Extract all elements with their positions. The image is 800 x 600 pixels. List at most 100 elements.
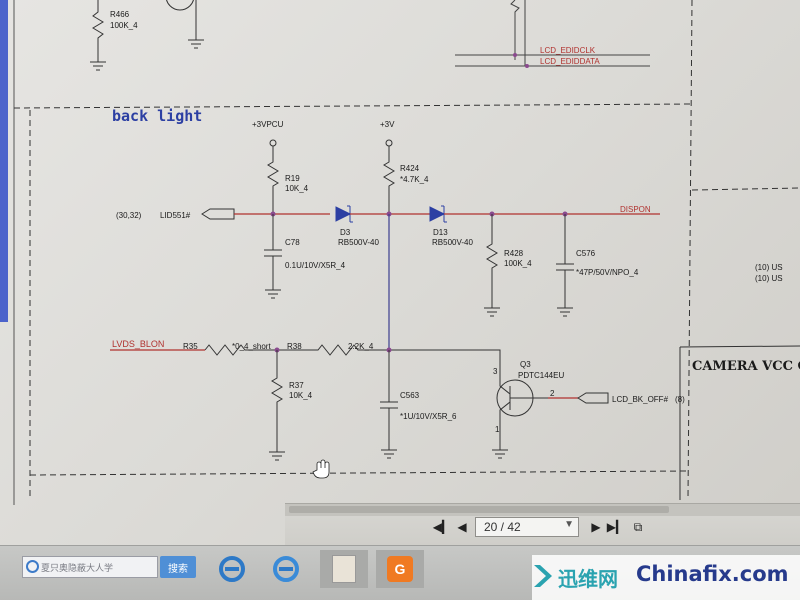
watermark-en: Chinafix.com [636, 562, 789, 586]
d13-part: RB500V-40 [432, 238, 473, 247]
lid-coord: (30,32) [116, 211, 142, 220]
d13-symbol [429, 206, 446, 222]
top-resistors [510, 0, 526, 66]
section-title: back light [112, 107, 202, 125]
r424-ref: R424 [400, 164, 420, 173]
document-icon [332, 555, 356, 583]
region-border-top [13, 103, 693, 109]
r424-val: *4.7K_4 [400, 175, 429, 184]
c563-val: *1U/10V/X5R_6 [400, 412, 457, 421]
left-frame-blue [0, 0, 8, 322]
r35-val: *0_4_short [232, 342, 271, 351]
c576-ref: C576 [576, 249, 596, 258]
horizontal-scrollbar[interactable] [285, 503, 800, 516]
r466-ref: R466 [110, 10, 130, 19]
camera-region-top [679, 345, 800, 348]
rail-3v-terminal [385, 139, 393, 147]
r424-symbol [383, 146, 395, 214]
c563-ref: C563 [400, 391, 420, 400]
r466-symbol [90, 0, 106, 71]
search-placeholder: 夏只奥隐蔽大人学 [41, 562, 114, 573]
taskbar-file-app[interactable] [320, 550, 368, 588]
ie-small-icon [26, 560, 39, 573]
rail-vpcu-terminal [269, 139, 277, 147]
q3-ref: Q3 [520, 360, 531, 369]
r37-val: 10K_4 [289, 391, 313, 400]
r428-val: 100K_4 [504, 259, 532, 268]
lcd-bk-connector [577, 392, 609, 404]
rail-3v: +3V [380, 120, 395, 129]
c78-symbol [264, 214, 282, 299]
page-number-select[interactable]: 20 / 42 ▼ [475, 517, 579, 537]
dispon-label: DISPON [620, 205, 651, 214]
lvds-label: LVDS_BLON [112, 339, 164, 349]
pdf-reader-icon: G [387, 556, 413, 582]
chinafix-logo-icon [534, 565, 552, 587]
edge-icon [273, 556, 299, 582]
region-border-bottom [29, 470, 689, 476]
watermark-cn: 迅维网 [558, 567, 618, 591]
schematic-canvas: R466 100K_4 LCD_EDIDCLK LCD_EDIDDATA bac… [0, 0, 800, 505]
d13-ref: D13 [433, 228, 448, 237]
prev-page-icon[interactable]: ◀ [457, 520, 467, 534]
q3-pin3: 3 [493, 367, 498, 376]
lcd-clk-label: LCD_EDIDCLK [540, 46, 596, 55]
taskbar-ie-app[interactable] [208, 550, 256, 588]
r37-symbol [269, 350, 285, 461]
c78-ref: C78 [285, 238, 300, 247]
q3-part: PDTC144EU [518, 371, 564, 380]
r35-r38-symbols [204, 344, 501, 370]
lcd-data-label: LCD_EDIDDATA [540, 57, 600, 66]
q3-pin2: 2 [550, 389, 555, 398]
right-label-1: (10) US [755, 263, 783, 272]
d3-ref: D3 [340, 228, 351, 237]
pdf-nav-bar: ◀▎ ◀ 20 / 42 ▼ ▶ ▶▎ ⧉ [285, 503, 800, 545]
taskbar-search-button[interactable]: 搜索 [160, 556, 196, 578]
junction [513, 53, 517, 57]
r19-ref: R19 [285, 174, 300, 183]
c576-val: *47P/50V/NPO_4 [576, 268, 639, 277]
r37-ref: R37 [289, 381, 304, 390]
last-page-icon[interactable]: ▶▎ [606, 520, 626, 534]
watermark: 迅维网 Chinafix.com [532, 555, 800, 600]
page-view-icon[interactable]: ⧉ [633, 519, 643, 534]
lid-net-label: LID551# [160, 211, 191, 220]
taskbar-pdf-app[interactable]: G [376, 550, 424, 588]
d3-part: RB500V-40 [338, 238, 379, 247]
r38-val: 2.2K_4 [348, 342, 374, 351]
c576-symbol [556, 214, 574, 317]
r19-symbol [267, 146, 279, 214]
r35-ref: R35 [183, 342, 198, 351]
taskbar-edge-app[interactable] [262, 550, 310, 588]
r38-ref: R38 [287, 342, 302, 351]
camera-title: CAMERA VCC C [692, 359, 800, 374]
r19-val: 10K_4 [285, 184, 309, 193]
internet-explorer-icon [219, 556, 245, 582]
junction [525, 64, 529, 68]
taskbar-search-input[interactable]: 夏只奥隐蔽大人学 [22, 556, 158, 578]
c563-symbol [380, 350, 398, 459]
chevron-down-icon: ▼ [564, 519, 574, 530]
page-number-text: 20 / 42 [484, 520, 521, 534]
region-border-side [691, 187, 800, 191]
right-label-2: (10) US [755, 274, 783, 283]
top-transistor-symbol [166, 0, 194, 11]
scrollbar-thumb[interactable] [289, 506, 669, 513]
r428-ref: R428 [504, 249, 524, 258]
r428-symbol [484, 214, 500, 317]
d3-symbol [335, 206, 352, 222]
hand-cursor-icon [312, 459, 330, 479]
lid-connector [201, 208, 235, 220]
lcd-bk-page: (8) [675, 395, 685, 404]
next-page-icon[interactable]: ▶ [591, 520, 601, 534]
r466-val: 100K_4 [110, 21, 138, 30]
c78-val: 0.1U/10V/X5R_4 [285, 261, 346, 270]
region-border-right [687, 0, 693, 499]
q3-wires [492, 370, 548, 459]
lcd-bk-label: LCD_BK_OFF# [612, 395, 669, 404]
first-page-icon[interactable]: ◀▎ [432, 520, 452, 534]
rail-vpcu: +3VPCU [252, 120, 284, 129]
top-ground [188, 0, 204, 49]
q3-pin1: 1 [495, 425, 500, 434]
